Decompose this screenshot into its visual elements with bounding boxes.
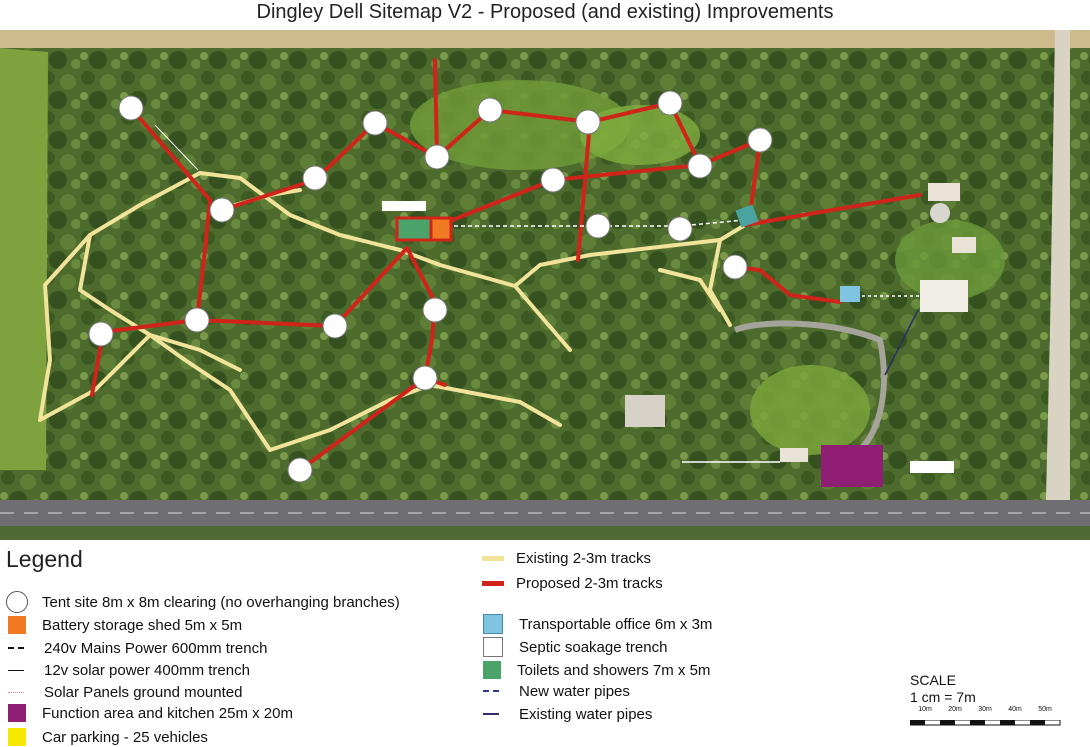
- legend-item-toilets: Toilets and showers 7m x 5m: [483, 660, 710, 680]
- scale-tick: 20m: [948, 706, 962, 713]
- scale-tick: 40m: [1008, 706, 1022, 713]
- tent-site[interactable]: [209, 197, 235, 223]
- tent-site[interactable]: [184, 307, 210, 333]
- proposed-tracks-swatch: [482, 580, 504, 586]
- legend-label: Proposed 2-3m tracks: [516, 574, 663, 592]
- tent-site[interactable]: [687, 153, 713, 179]
- tent-site[interactable]: [118, 95, 144, 121]
- legend-label: Function area and kitchen 25m x 20m: [42, 704, 293, 722]
- tent-site-swatch: [6, 591, 28, 613]
- legend-item-car-parking: Car parking - 25 vehicles: [8, 727, 208, 747]
- legend-label: Tent site 8m x 8m clearing (no overhangi…: [42, 593, 400, 611]
- tent-site[interactable]: [657, 90, 683, 116]
- legend-title: Legend: [6, 546, 83, 572]
- tent-site[interactable]: [747, 127, 773, 153]
- aerial-site-map[interactable]: [0, 30, 1090, 540]
- legend-item-existing-tracks: Existing 2-3m tracks: [482, 548, 651, 568]
- tent-site[interactable]: [88, 321, 114, 347]
- solar-panels-swatch: [8, 691, 24, 693]
- tent-sites: [88, 90, 773, 483]
- legend: Legend Tent site 8m x 8m clearing (no ov…: [0, 540, 1090, 747]
- legend-label: Battery storage shed 5m x 5m: [42, 616, 243, 634]
- legend-label: Existing water pipes: [519, 705, 653, 723]
- existing-tracks-swatch: [482, 555, 504, 561]
- legend-label: Existing 2-3m tracks: [516, 549, 652, 567]
- existing-tracks: [38, 171, 747, 452]
- scale-ratio: 1 cm = 7m: [910, 689, 976, 705]
- tent-site[interactable]: [287, 457, 313, 483]
- battery-shed-swatch: [8, 616, 26, 634]
- map-title: Dingley Dell Sitemap V2 - Proposed (and …: [256, 1, 834, 23]
- tent-site[interactable]: [575, 109, 601, 135]
- toilets-swatch: [483, 661, 501, 679]
- septic-swatch: [483, 637, 503, 657]
- tent-site[interactable]: [540, 167, 566, 193]
- transportable-office-main[interactable]: [840, 286, 860, 302]
- scale-bar: SCALE 1 cm = 7m 10m 20m 30m 40m 50m: [910, 672, 1070, 730]
- function-area-and-kitchen[interactable]: [821, 445, 883, 487]
- scale-tick: 10m: [918, 706, 932, 713]
- site-map-canvas: [0, 30, 1090, 540]
- legend-label: Septic soakage trench: [519, 638, 668, 656]
- tent-site[interactable]: [424, 144, 450, 170]
- tent-site[interactable]: [585, 213, 611, 239]
- legend-label: Toilets and showers 7m x 5m: [517, 661, 711, 679]
- tent-site[interactable]: [477, 97, 503, 123]
- legend-item-tent-site: Tent site 8m x 8m clearing (no overhangi…: [6, 591, 400, 613]
- legend-item-function-area: Function area and kitchen 25m x 20m: [8, 703, 293, 723]
- legend-item-office: Transportable office 6m x 3m: [483, 614, 712, 634]
- scale-tick-labels: 10m 20m 30m 40m 50m: [910, 706, 1070, 716]
- transportable-office-track[interactable]: [735, 204, 759, 228]
- solar-panel-label-box: [382, 201, 426, 211]
- tent-site[interactable]: [422, 297, 448, 323]
- legend-item-septic: Septic soakage trench: [483, 637, 667, 657]
- septic-soakage-trench[interactable]: [910, 461, 954, 473]
- tent-site[interactable]: [362, 110, 388, 136]
- legend-item-mains-power: 240v Mains Power 600mm trench: [8, 638, 267, 658]
- tent-site[interactable]: [722, 254, 748, 280]
- toilets-and-showers[interactable]: [395, 216, 433, 242]
- legend-label: Car parking - 25 vehicles: [42, 728, 208, 746]
- legend-label: Transportable office 6m x 3m: [519, 615, 713, 633]
- tent-site[interactable]: [322, 313, 348, 339]
- legend-item-solar-panels: Solar Panels ground mounted: [8, 682, 242, 702]
- scale-bar-graphic: [910, 720, 1061, 726]
- function-area-swatch: [8, 704, 26, 722]
- legend-item-solar-power: 12v solar power 400mm trench: [8, 660, 250, 680]
- legend-item-existing-water-pipes: Existing water pipes: [483, 704, 652, 724]
- legend-item-battery-shed: Battery storage shed 5m x 5m: [8, 615, 242, 635]
- tent-site[interactable]: [667, 216, 693, 242]
- car-parking-swatch: [8, 728, 26, 746]
- new-water-pipes-swatch: [483, 690, 499, 692]
- scale-title: SCALE: [910, 672, 956, 688]
- solar-power-swatch: [8, 669, 24, 671]
- scale-tick: 50m: [1038, 706, 1052, 713]
- existing-water-pipes-swatch: [483, 713, 499, 715]
- legend-item-proposed-tracks: Proposed 2-3m tracks: [482, 573, 663, 593]
- legend-label: 12v solar power 400mm trench: [44, 661, 250, 679]
- legend-label: New water pipes: [519, 682, 630, 700]
- mains-power-swatch: [8, 647, 24, 649]
- existing-buildings: [625, 183, 976, 462]
- office-swatch: [483, 614, 503, 634]
- tent-site[interactable]: [302, 165, 328, 191]
- legend-item-new-water-pipes: New water pipes: [483, 681, 630, 701]
- legend-label: 240v Mains Power 600mm trench: [44, 639, 268, 657]
- battery-storage-shed[interactable]: [429, 216, 453, 242]
- scale-tick: 30m: [978, 706, 992, 713]
- facilities: [382, 201, 954, 487]
- tent-site[interactable]: [412, 365, 438, 391]
- legend-label: Solar Panels ground mounted: [44, 683, 243, 701]
